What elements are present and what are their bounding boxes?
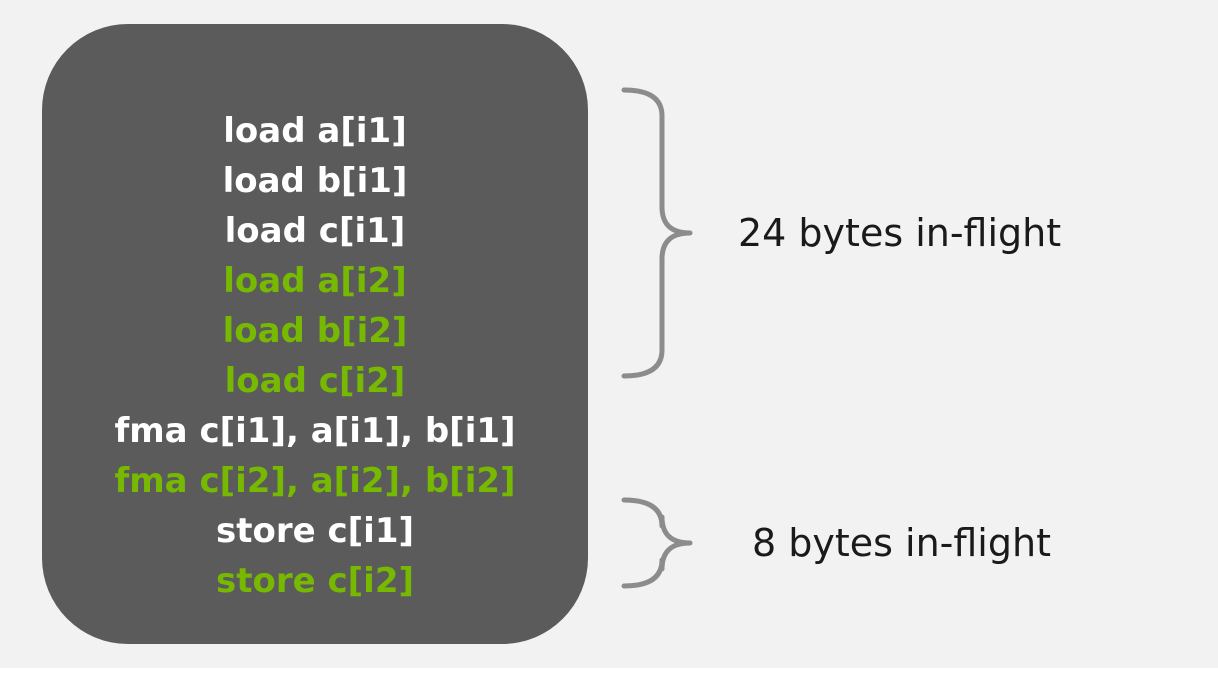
instruction-line-i1: load a[i1] bbox=[223, 111, 407, 151]
instruction-line-i1: fma c[i1], a[i1], b[i1] bbox=[114, 411, 516, 451]
instruction-code-box: load a[i1] load b[i1] load c[i1] load a[i2]… bbox=[42, 24, 588, 644]
instruction-line-i1: load b[i1] bbox=[222, 161, 408, 201]
instruction-line-i2: fma c[i2], a[i2], b[i2] bbox=[114, 461, 516, 501]
instruction-list: load a[i1] load b[i1] load c[i1] load a[i2]… bbox=[42, 24, 588, 644]
instruction-line-i1: load c[i1] bbox=[224, 211, 406, 251]
instruction-line-i2: load c[i2] bbox=[224, 361, 406, 401]
instruction-line-i2: load a[i2] bbox=[223, 261, 407, 301]
instruction-line-i1: store c[i1] bbox=[215, 511, 415, 551]
curly-brace-2 bbox=[621, 497, 693, 589]
instruction-line-i2: store c[i2] bbox=[215, 561, 415, 601]
diagram-canvas: load a[i1] load b[i1] load c[i1] load a[i2]… bbox=[0, 0, 1218, 668]
instruction-line-i2: load b[i2] bbox=[222, 311, 408, 351]
brace-layer bbox=[621, 87, 693, 589]
brace-label-2: 8 bytes in-flight bbox=[752, 521, 1051, 565]
brace-label-1: 24 bytes in-flight bbox=[738, 211, 1062, 255]
curly-brace-1 bbox=[621, 87, 693, 379]
